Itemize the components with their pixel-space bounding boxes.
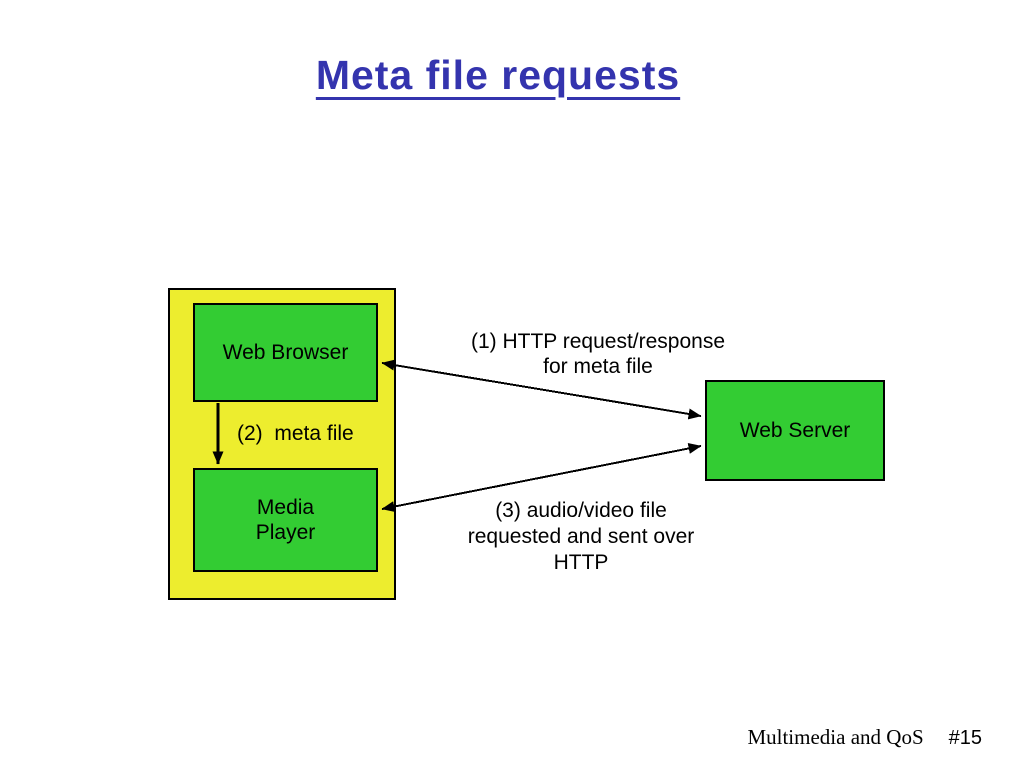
footer-page-number: #15 xyxy=(948,727,982,749)
web-browser-box: Web Browser xyxy=(193,303,378,402)
footer-course-name: Multimedia and QoS xyxy=(747,725,924,749)
page-title: Meta file requests xyxy=(0,52,1010,99)
web-server-box: Web Server xyxy=(705,380,885,481)
slide-footer: Multimedia and QoS #15 xyxy=(747,725,982,750)
edge-label-http-request-response: (1) HTTP request/response for meta file xyxy=(470,330,726,378)
web-browser-label: Web Browser xyxy=(222,341,349,364)
page-title-text: Meta file requests xyxy=(315,52,681,98)
edge-label-audio-video-file: (3) audio/video file requested and sent … xyxy=(467,499,695,574)
media-player-label: Media Player xyxy=(255,496,316,544)
web-server-label: Web Server xyxy=(739,419,851,442)
edge-label-meta-file: (2) meta file xyxy=(237,422,354,445)
media-player-box: Media Player xyxy=(193,468,378,572)
